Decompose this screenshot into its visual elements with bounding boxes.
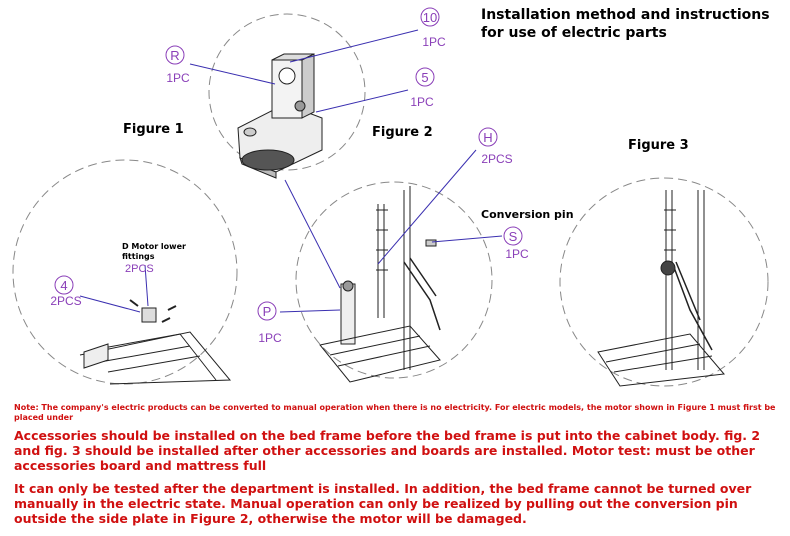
instruction-paragraph-2: It can only be tested after the departme…	[14, 481, 752, 526]
callout-r-num: R	[170, 48, 179, 63]
figure-2-label: Figure 2	[372, 125, 433, 140]
callout-4-qty: 2PCS	[50, 294, 81, 308]
callout-r-qty: 1PC	[166, 71, 190, 85]
callout-10-circle	[420, 7, 440, 27]
detail-circle-fig2	[295, 181, 493, 379]
fig3-cabinet	[597, 190, 725, 387]
detail-circle-top	[208, 13, 366, 171]
d-motor-qty: 2PCS	[125, 263, 154, 275]
detail-circle-fig3	[559, 177, 769, 387]
callout-5-qty: 1PC	[410, 95, 434, 109]
callout-p-qty: 1PC	[258, 331, 282, 345]
callout-5-num: 5	[421, 70, 428, 85]
callout-p-num: P	[263, 304, 272, 319]
callout-5-circle	[415, 67, 435, 87]
callout-10-qty: 1PC	[422, 35, 446, 49]
callout-h-num: H	[483, 130, 492, 145]
callout-10-num: 10	[423, 10, 437, 25]
motor-assembly	[237, 53, 323, 179]
d-motor-label-line2: fittings	[122, 252, 155, 261]
fig2-cabinet	[319, 186, 441, 383]
sheet-title: Installation method and instructions for…	[481, 7, 770, 41]
figure-3-label: Figure 3	[628, 138, 689, 153]
fig1-bed-frame	[79, 299, 232, 385]
instruction-paragraph-1: Accessories should be installed on the b…	[14, 428, 761, 473]
callout-4-num: 4	[60, 278, 67, 293]
callout-p-circle	[257, 301, 277, 321]
callout-s-circle	[503, 226, 523, 246]
callout-s-qty: 1PC	[505, 247, 529, 261]
note-text: Note: The company's electric products ca…	[14, 403, 776, 422]
callout-s-num: S	[509, 229, 518, 244]
callout-4-circle	[54, 275, 74, 295]
figure-1-label: Figure 1	[123, 122, 184, 137]
conversion-pin-label: Conversion pin	[481, 208, 574, 221]
callout-h-circle	[478, 127, 498, 147]
callout-r-circle	[165, 45, 185, 65]
d-motor-label-line1: D Motor lower	[122, 242, 186, 251]
callout-h-qty: 2PCS	[481, 152, 512, 166]
